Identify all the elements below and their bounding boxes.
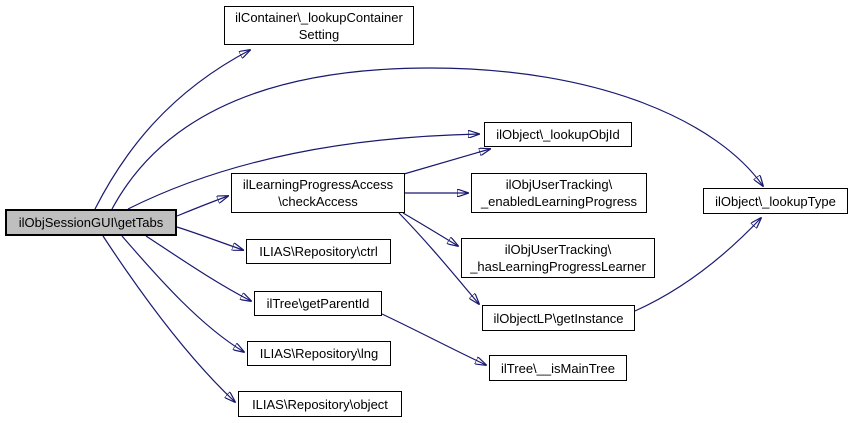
node-label-line: ilObjUserTracking\ — [505, 177, 613, 192]
node-checkaccess[interactable]: ilLearningProgressAccess \checkAccess — [231, 173, 405, 213]
node-lng[interactable]: ILIAS\Repository\lng — [247, 341, 391, 366]
edge-gettabs-to-lookupobjid — [127, 134, 479, 210]
node-label-line: ILIAS\Repository\lng — [259, 346, 379, 361]
node-label-line: ilObjUserTracking\ — [504, 242, 612, 257]
node-haslearningprogresslearner[interactable]: ilObjUserTracking\ _hasLearningProgressL… — [461, 238, 655, 278]
edge-checkaccess-to-haslearningprogresslearner — [402, 212, 458, 246]
node-getinstance[interactable]: ilObjectLP\getInstance — [482, 305, 635, 331]
edge-gettabs-to-lookupcontainersetting — [94, 50, 250, 210]
edge-gettabs-to-object — [102, 235, 235, 402]
edge-gettabs-to-getparentid — [145, 235, 251, 301]
edge-checkaccess-to-lookupobjid — [403, 149, 490, 175]
node-lookuptype[interactable]: ilObject\_lookupType — [703, 188, 848, 214]
node-label-line: ilTree\__isMainTree — [501, 360, 615, 376]
edge-gettabs-to-checkaccess — [176, 196, 228, 217]
node-getparentid[interactable]: ilTree\getParentId — [254, 291, 382, 316]
node-label-line: ILIAS\Repository\ctrl — [259, 244, 378, 259]
node-label-line: \checkAccess — [278, 194, 358, 209]
node-label-line: _enabledLearningProgress — [480, 194, 638, 209]
node-enabledlearningprogress[interactable]: ilObjUserTracking\ _enabledLearningProgr… — [471, 173, 647, 213]
node-lookupobjid[interactable]: ilObject\_lookupObjId — [484, 122, 632, 147]
node-label-line: ilObject\_lookupType — [715, 193, 836, 209]
node-label-line: Setting — [298, 26, 340, 42]
edge-getparentid-to-ismaintree — [381, 313, 486, 365]
node-label-line: ILIAS\Repository\object — [252, 396, 388, 412]
node-label-line: ilTree\getParentId — [266, 296, 370, 311]
node-label-line: ilLearningProgressAccess — [242, 177, 394, 192]
edge-getinstance-to-lookuptype — [634, 218, 761, 312]
node-label-line: ilContainer\_lookupContainer — [235, 9, 403, 25]
node-label-line: _hasLearningProgressLearner — [470, 259, 646, 274]
node-gettabs: ilObjSessionGUI\getTabs — [5, 209, 177, 236]
edge-gettabs-to-lng — [121, 235, 244, 352]
edge-gettabs-to-ctrl — [176, 226, 243, 250]
node-object[interactable]: ILIAS\Repository\object — [238, 391, 402, 417]
node-lookupcontainersetting[interactable]: ilContainer\_lookupContainer Setting — [224, 6, 414, 45]
node-label-line: ilObjSessionGUI\getTabs — [18, 215, 164, 230]
node-label-line: ilObject\_lookupObjId — [496, 127, 620, 142]
node-ismaintree[interactable]: ilTree\__isMainTree — [489, 355, 627, 381]
edge-gettabs-to-lookuptype — [111, 67, 763, 210]
node-label-line: ilObjectLP\getInstance — [493, 310, 624, 326]
node-ctrl[interactable]: ILIAS\Repository\ctrl — [246, 239, 391, 264]
edge-checkaccess-to-getinstance — [398, 212, 479, 304]
